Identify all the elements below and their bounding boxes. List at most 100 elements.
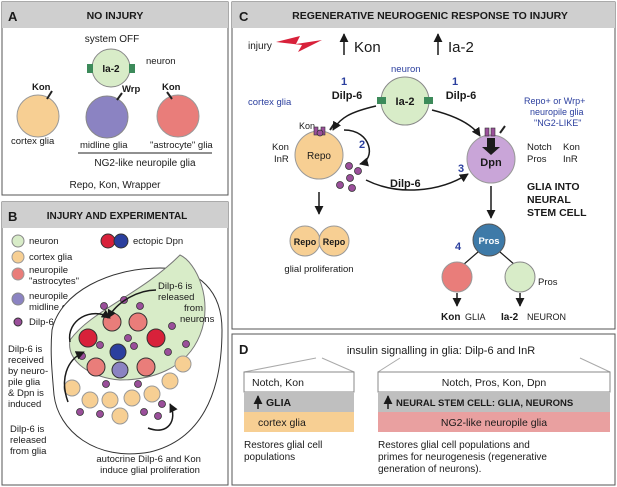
dilp6-left: Dilp-6 <box>332 90 363 102</box>
right-caption-3: generation of neurons). <box>378 464 481 475</box>
left-caption-2: populations <box>244 452 295 463</box>
step1-left: 1 <box>341 76 347 88</box>
dpn-cell-label: Dpn <box>480 157 502 169</box>
pros-right-c: Pros <box>527 154 547 165</box>
inr-left-c: InR <box>274 154 289 165</box>
panel-d: D insulin signalling in glia: Dilp-6 and… <box>231 333 616 486</box>
cortex-cell <box>81 391 99 409</box>
arrow-released-glia <box>63 351 85 403</box>
right-bottom: NG2-like neuropile glia <box>441 417 547 429</box>
arrow-autocrine <box>147 403 178 431</box>
ia2-neuron-rest: NEURON <box>527 312 566 322</box>
right-caption-2: primes for neurogenesis (regenerative <box>378 452 547 463</box>
right-bottom-box <box>378 412 610 432</box>
panel-d-letter: D <box>239 342 248 357</box>
neuron-label-a: neuron <box>146 56 176 67</box>
panel-c-title: REGENERATIVE NEUROGENIC RESPONSE TO INJU… <box>292 10 568 22</box>
ia2-neuron-bold: Ia-2 <box>501 312 519 323</box>
repo-wrp-3: "NG2-LIKE" <box>534 118 581 128</box>
legend-midline-swatch <box>11 292 25 306</box>
pros-small: Pros <box>538 277 558 288</box>
kon-glia-bold: Kon <box>441 312 460 323</box>
glia-into-1: GLIA INTO <box>527 181 580 193</box>
neuropile-cell-dpn <box>146 328 166 348</box>
panel-a-footer: Repo, Kon, Wrapper <box>70 180 162 191</box>
legend-dilp6-swatch <box>13 317 23 327</box>
lightning-icon <box>276 36 322 52</box>
panel-b-letter: B <box>8 209 17 224</box>
midline-cell <box>111 361 129 379</box>
dpn-receptor-2 <box>490 127 496 137</box>
step4: 4 <box>455 241 462 253</box>
kon-right-label: Kon <box>162 82 181 93</box>
cortex-cell <box>174 355 192 373</box>
note-released-glia: Dilp-6 is released from glia <box>10 424 49 457</box>
step1-right: 1 <box>452 76 458 88</box>
dilp6-dots-c <box>316 129 362 192</box>
note-received: Dilp-6 is received by neuro- pile glia &… <box>8 344 51 410</box>
panel-c-header <box>232 2 615 28</box>
left-bottom-box <box>244 412 354 432</box>
left-glia-box <box>244 392 354 412</box>
astrocyte-glia-label-a: "astrocyte" glia <box>150 140 213 151</box>
cortex-cell <box>143 385 161 403</box>
kon-right-c: Kon <box>563 142 580 153</box>
astrocyte-glia-cell-a <box>156 94 200 138</box>
neuron-cell-c-label: Ia-2 <box>396 96 415 108</box>
kon-left-label: Kon <box>32 82 51 93</box>
panel-a-letter: A <box>8 9 18 24</box>
arrow-repo-autocrine <box>343 129 370 167</box>
legend-neuron-swatch <box>11 234 25 248</box>
neuropile-cell <box>128 312 148 332</box>
repo-b-label: Repo <box>323 237 346 247</box>
wrp-marker <box>116 92 123 101</box>
left-caption-1: Restores glial cell <box>244 440 322 451</box>
ia2-up-label: Ia-2 <box>448 39 474 56</box>
bracket-left-1 <box>243 357 317 373</box>
neuropile-cell <box>86 357 106 377</box>
legend-neuron: neuron <box>29 236 59 247</box>
dpn-thick-arrow <box>482 138 500 155</box>
neuropile-cell-dpn <box>78 328 98 348</box>
kon-left-c: Kon <box>272 142 289 153</box>
panel-c: C REGENERATIVE NEUROGENIC RESPONSE TO IN… <box>231 1 616 330</box>
left-bottom: cortex glia <box>258 417 306 429</box>
cortex-cell <box>63 379 81 397</box>
kon-glia-rest: GLIA <box>465 312 486 322</box>
glia-into-3: STEM CELL <box>527 207 587 219</box>
kon-glia-cell <box>441 261 473 293</box>
repo-wrp-1: Repo+ or Wrp+ <box>524 96 585 106</box>
arrow-neuron-to-dpn <box>431 109 481 137</box>
arrow-received <box>68 309 111 343</box>
right-mid: NEURAL STEM CELL: GLIA, NEURONS <box>396 398 573 409</box>
arrow-neuron-to-glia <box>107 289 157 319</box>
cortex-glia-cell-a <box>16 94 60 138</box>
glial-prolif-label: glial proliferation <box>284 264 353 275</box>
dilp6-right: Dilp-6 <box>446 90 477 102</box>
neuron-cell-a-label: Ia-2 <box>102 64 120 75</box>
dpn-receptor-1 <box>484 127 490 137</box>
arrow-dilp6-to-dpn <box>365 173 469 191</box>
cortex-cell <box>161 372 179 390</box>
left-top: Notch, Kon <box>252 377 304 389</box>
legend-cortex: cortex glia <box>29 252 73 263</box>
kon-right-marker <box>166 91 173 100</box>
kon-up-label: Kon <box>354 39 381 56</box>
dilp6-mid: Dilp-6 <box>390 178 421 190</box>
panel-d-title: insulin signalling in glia: Dilp-6 and I… <box>347 345 535 357</box>
left-glia: GLIA <box>266 397 291 409</box>
legend-astro-swatch <box>11 267 25 281</box>
panel-a: A NO INJURY system OFF Ia-2 neuron Kon c… <box>1 1 229 196</box>
right-mid-box <box>378 392 610 412</box>
neuron-c-receptor-right <box>424 97 433 104</box>
panel-b: B INJURY AND EXPERIMENTAL neuron cortex … <box>1 201 229 486</box>
panel-c-letter: C <box>239 9 249 24</box>
cortex-glia-label-a: cortex glia <box>11 136 55 147</box>
legend-midline-1: neuropile <box>29 291 68 302</box>
right-top: Notch, Pros, Kon, Dpn <box>442 377 547 389</box>
panel-a-header <box>2 2 228 28</box>
step2: 2 <box>359 139 365 151</box>
wrp-label: Wrp <box>122 84 140 95</box>
